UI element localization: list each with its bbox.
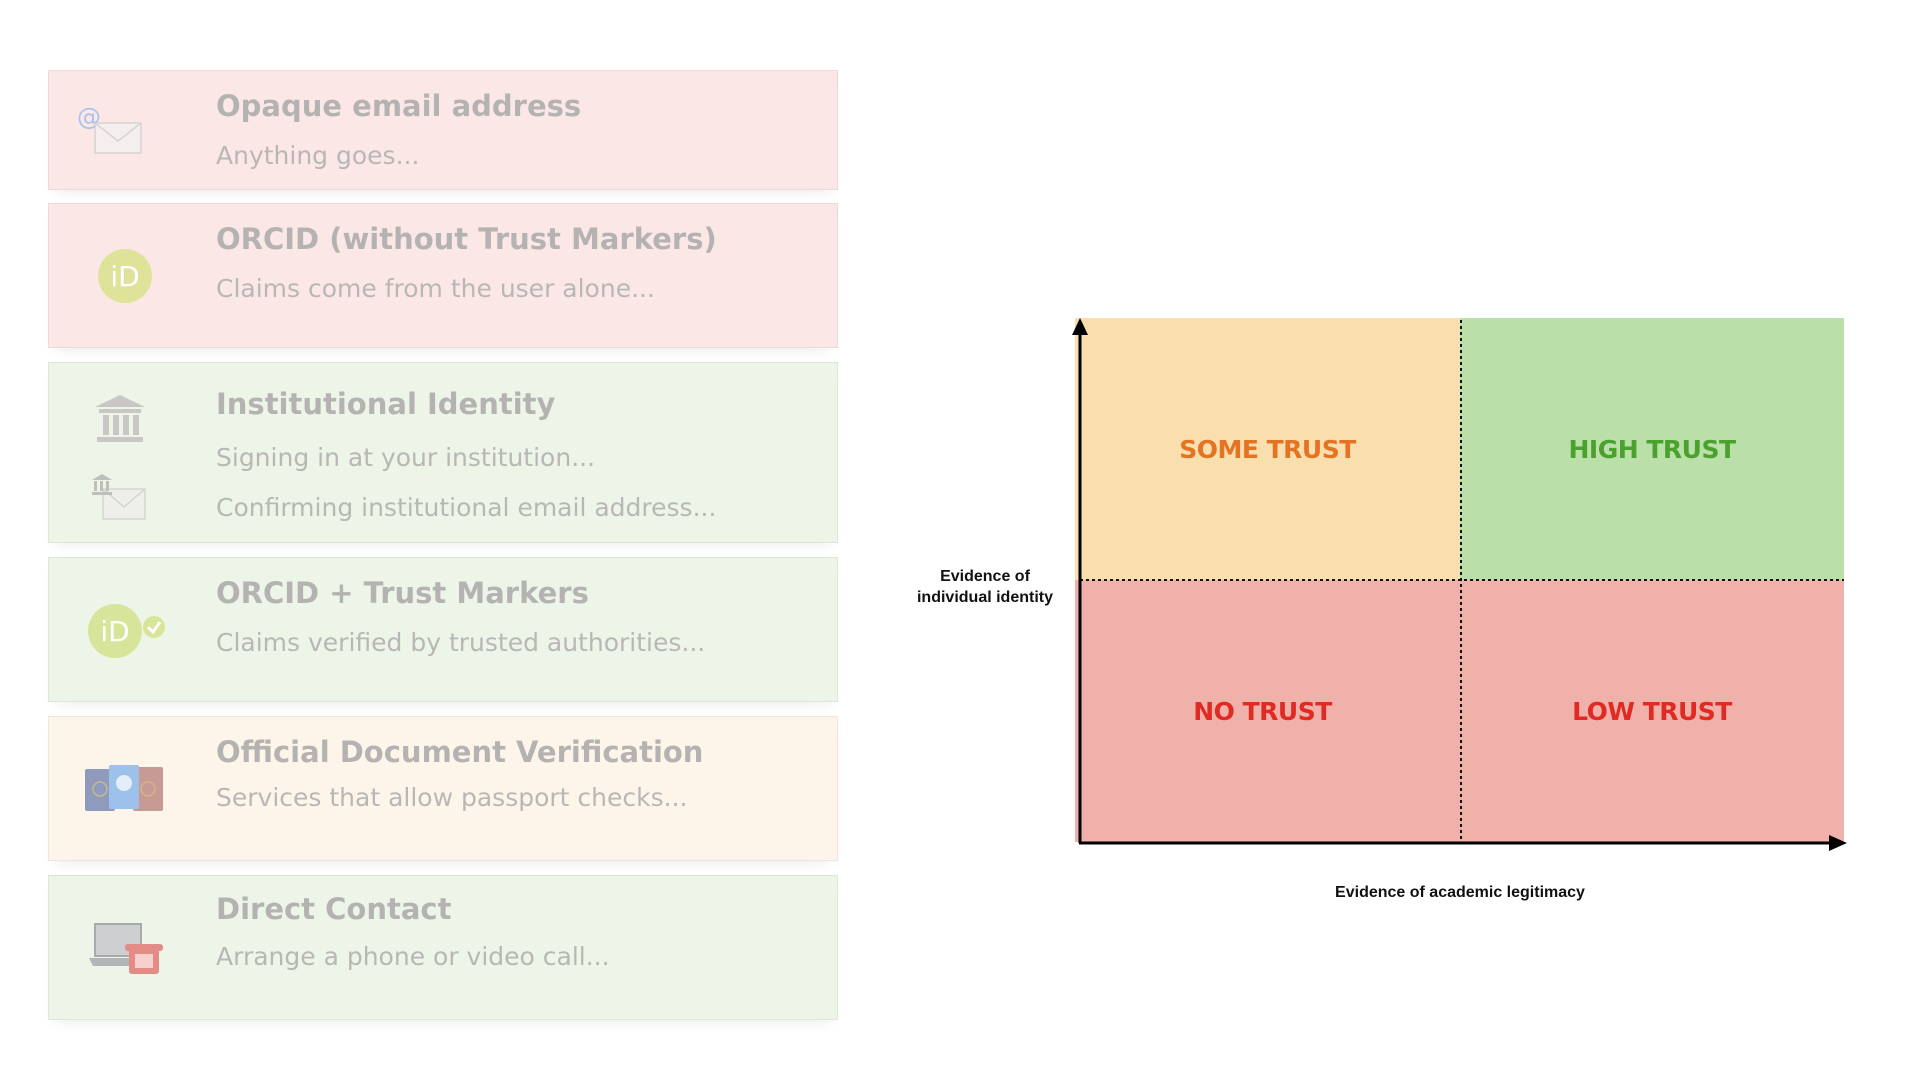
svg-text:iD: iD xyxy=(110,260,139,293)
card-description: Anything goes... xyxy=(216,141,420,170)
card-institutional-identity: Institutional Identity Signing in at you… xyxy=(48,362,838,543)
card-direct-contact: Direct Contact Arrange a phone or video … xyxy=(48,875,838,1020)
card-title: Opaque email address xyxy=(216,89,582,123)
quadrant-label: NO TRUST xyxy=(1193,696,1332,726)
x-axis-label: Evidence of academic legitimacy xyxy=(1335,884,1585,901)
card-title: ORCID (without Trust Markers) xyxy=(216,222,717,256)
quadrant-label: SOME TRUST xyxy=(1179,434,1356,464)
quadrant-no-trust: NO TRUST xyxy=(1075,580,1460,842)
card-description: Arrange a phone or video call... xyxy=(216,942,610,971)
y-axis-label: Evidence of individual identity xyxy=(900,566,1070,608)
card-description: Signing in at your institution... xyxy=(216,443,596,472)
y-axis-label-line: Evidence of xyxy=(940,568,1030,585)
email-icon: @ xyxy=(75,101,145,161)
card-title: Direct Contact xyxy=(216,892,452,926)
quadrant-some-trust: SOME TRUST xyxy=(1075,318,1460,580)
institution-email-icon xyxy=(89,473,149,527)
quadrant-high-trust: HIGH TRUST xyxy=(1460,318,1844,580)
card-description: Services that allow passport checks... xyxy=(216,783,688,812)
institution-icon xyxy=(93,393,147,445)
card-title: ORCID + Trust Markers xyxy=(216,576,589,610)
card-description: Claims come from the user alone... xyxy=(216,274,655,303)
svg-text:iD: iD xyxy=(100,615,129,648)
card-description: Claims verified by trusted authorities..… xyxy=(216,628,706,657)
svg-text:@: @ xyxy=(77,103,101,131)
card-opaque-email: @ Opaque email address Anything goes... xyxy=(48,70,838,190)
card-description: Confirming institutional email address..… xyxy=(216,493,717,522)
card-orcid-trust-markers: iD ORCID + Trust Markers Claims verified… xyxy=(48,557,838,702)
orcid-icon: iD xyxy=(97,248,153,304)
phone-laptop-icon xyxy=(89,920,165,978)
y-axis-label-line: individual identity xyxy=(916,589,1053,606)
orcid-verified-icon: iD xyxy=(87,602,167,660)
card-title: Institutional Identity xyxy=(216,387,556,421)
card-document-verification: Official Document Verification Services … xyxy=(48,716,838,861)
quadrant-label: LOW TRUST xyxy=(1572,696,1732,726)
passport-icon xyxy=(83,763,165,813)
quadrant-low-trust: LOW TRUST xyxy=(1460,580,1844,842)
card-orcid-no-trust: iD ORCID (without Trust Markers) Claims … xyxy=(48,203,838,348)
quadrant-label: HIGH TRUST xyxy=(1568,434,1736,464)
card-title: Official Document Verification xyxy=(216,735,704,769)
